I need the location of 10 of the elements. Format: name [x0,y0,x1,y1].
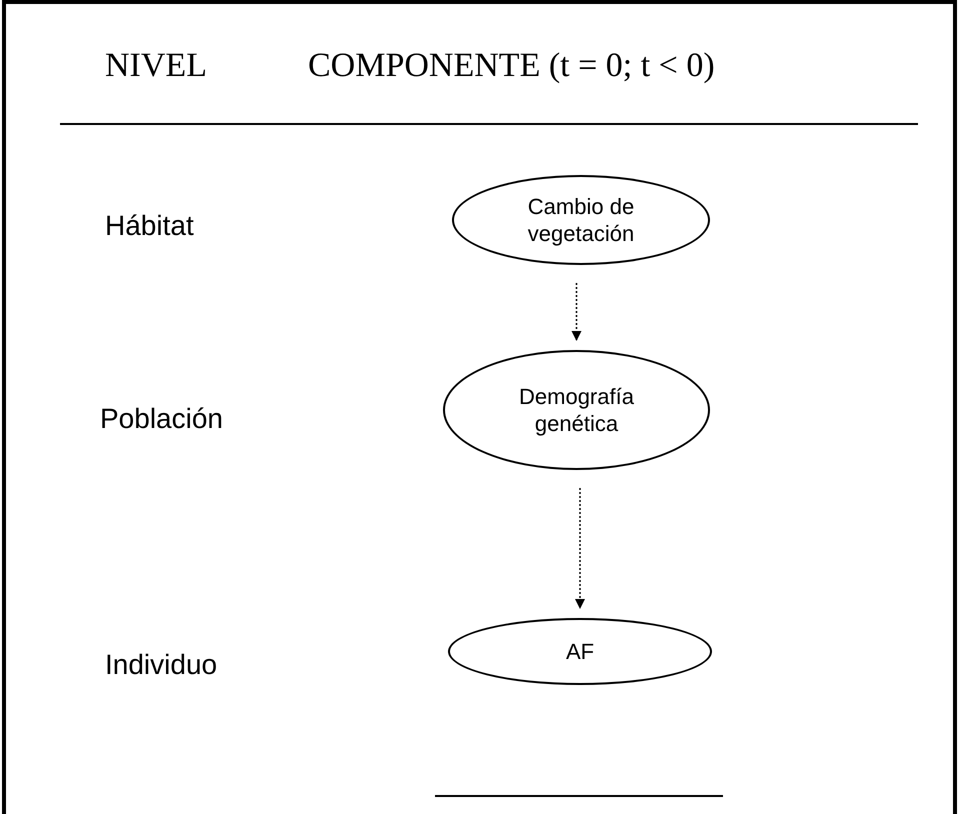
component-text: Cambio de vegetación [526,192,636,248]
component-text: AF [566,638,594,666]
level-label: Población [100,402,223,436]
arrow [575,488,585,609]
arrow [572,283,582,341]
level-label: COMPONENTE (t = 0; t < 0) [308,46,715,86]
level-label: Individuo [105,648,218,682]
level-label: NIVEL [105,46,207,86]
level-label: Hábitat [105,209,194,243]
component-text: Demografía genética [518,382,635,438]
